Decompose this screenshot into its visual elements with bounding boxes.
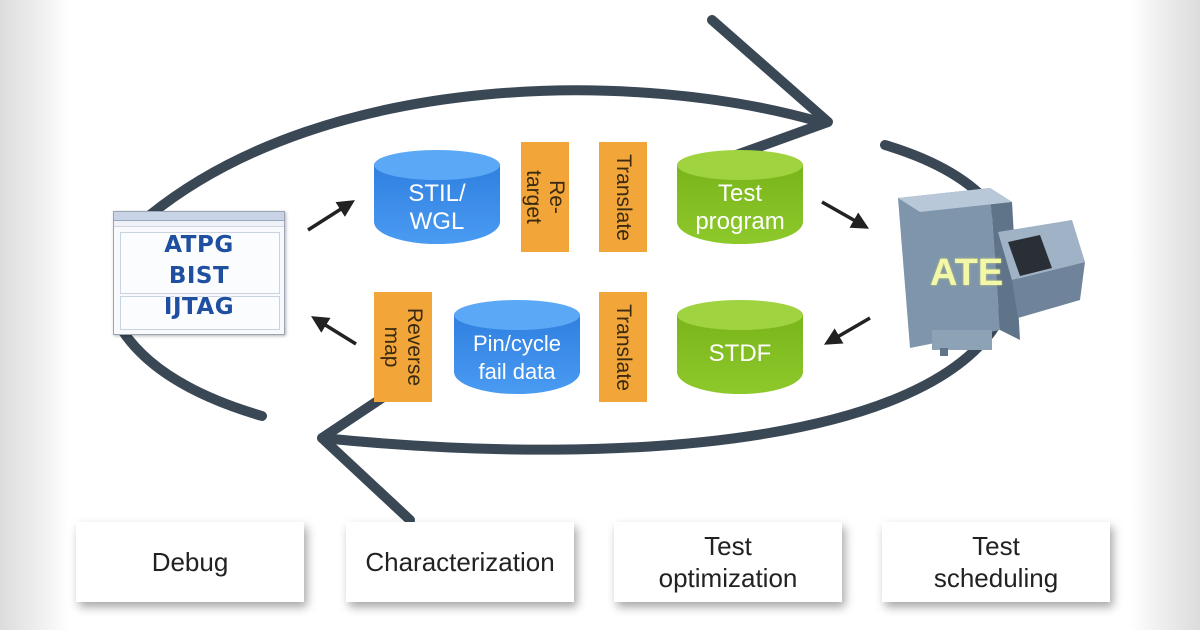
card-test-scheduling: Test scheduling xyxy=(882,522,1110,602)
cylinder-stil-label: STIL/ WGL xyxy=(408,180,466,235)
box-retarget: Re- target xyxy=(521,142,569,252)
loop-bottom-arc xyxy=(317,295,1013,455)
arrow-ate-to-stdf xyxy=(823,316,871,345)
tool-schematic-pane xyxy=(120,232,280,294)
top-arrowhead xyxy=(707,15,833,163)
arrow-tool-to-stil xyxy=(307,200,355,232)
arrow-program-to-ate xyxy=(821,200,870,229)
cylinder-stdf-label: STDF xyxy=(708,340,772,367)
arrow-reverse-to-tool xyxy=(311,316,357,346)
ate-label: ATE xyxy=(930,252,1004,294)
card-characterization: Characterization xyxy=(346,522,574,602)
box-translate-top: Translate xyxy=(599,142,647,252)
card-debug: Debug xyxy=(76,522,304,602)
tool-label-atpg: ATPG xyxy=(164,232,234,258)
cylinder-stdf: STDF xyxy=(677,300,803,394)
cylinder-pin-cycle-label: Pin/cycle fail data xyxy=(472,331,562,384)
cylinder-pin-cycle: Pin/cycle fail data xyxy=(454,300,580,394)
box-reverse-map: Reverse map xyxy=(374,292,432,402)
box-translate-top-label: Translate xyxy=(611,153,635,241)
cylinder-test-program: Test program xyxy=(677,150,803,244)
loop-left-arc xyxy=(117,325,267,421)
loop-top-arc xyxy=(145,85,825,220)
box-retarget-label: Re- target xyxy=(522,170,569,224)
tool-log-pane xyxy=(120,296,280,330)
cylinder-stil-wgl: STIL/ WGL xyxy=(374,150,500,244)
ate-machine-icon xyxy=(898,188,1085,356)
dft-tool-window: ATPG BIST IJTAG xyxy=(113,211,285,335)
tool-title-bar xyxy=(114,212,284,221)
tool-label-ijtag: IJTAG xyxy=(163,294,235,320)
box-translate-bottom-label: Translate xyxy=(611,303,635,391)
box-translate-bottom: Translate xyxy=(599,292,647,402)
tool-labels: ATPG BIST IJTAG xyxy=(114,230,284,323)
tool-label-bist: BIST xyxy=(168,263,230,289)
box-reverse-map-label: Reverse map xyxy=(380,307,427,387)
card-test-optimization: Test optimization xyxy=(614,522,842,602)
tool-menu-bar xyxy=(114,221,284,227)
cylinder-test-program-label: Test program xyxy=(695,180,785,235)
